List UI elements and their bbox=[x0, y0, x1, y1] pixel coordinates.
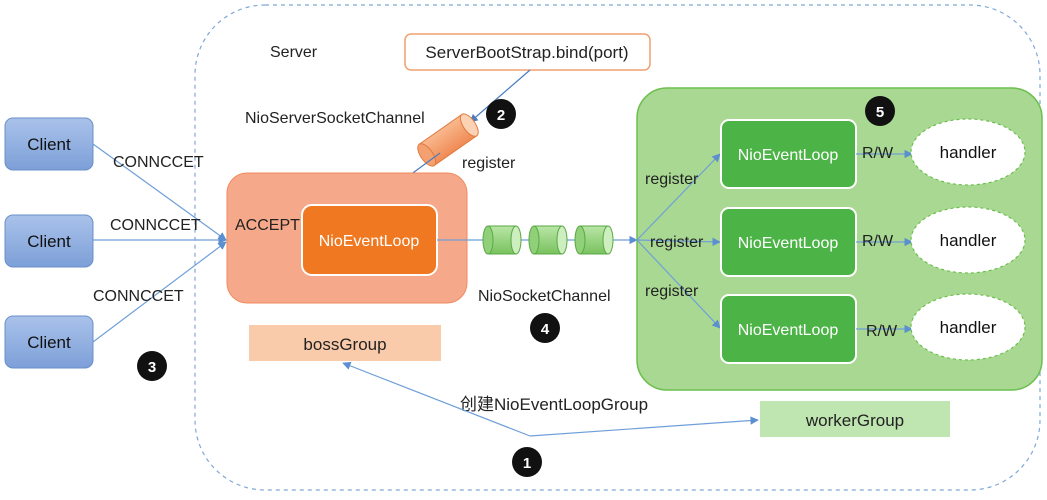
client-3-connect-label: CONNCCET bbox=[93, 288, 184, 305]
bind-call-box bbox=[404, 33, 651, 71]
client-1-label: Client bbox=[27, 135, 71, 154]
socket-channel-cylinder-2 bbox=[528, 225, 568, 255]
step-badge-3-label: 3 bbox=[148, 359, 156, 376]
worker-event-loop-1[interactable]: NioEventLoop bbox=[720, 119, 857, 189]
step-badge-4: 4 bbox=[530, 313, 560, 343]
socket-channel-cylinder-3 bbox=[574, 225, 614, 255]
handler-3-label: handler bbox=[940, 318, 997, 337]
register-label-boss: register bbox=[462, 155, 516, 172]
rw-label-2: R/W bbox=[862, 233, 894, 250]
server-channel-label: NioServerSocketChannel bbox=[245, 110, 425, 127]
step-badge-1-label: 1 bbox=[523, 455, 531, 472]
server-channel-cylinder bbox=[417, 113, 479, 167]
client-1-connect-label: CONNCCET bbox=[113, 154, 204, 171]
worker-register-label-2: register bbox=[650, 234, 704, 251]
handler-3[interactable]: handler bbox=[910, 293, 1026, 361]
worker-event-loop-1-label: NioEventLoop bbox=[738, 147, 839, 164]
handler-2-label: handler bbox=[940, 231, 997, 250]
worker-register-label-1: register bbox=[645, 171, 699, 188]
step-badge-5: 5 bbox=[865, 96, 895, 126]
accept-label: ACCEPT bbox=[235, 217, 300, 234]
socket-channel-cylinder-1 bbox=[482, 225, 522, 255]
bind-arrow bbox=[469, 69, 531, 123]
step-badge-2: 2 bbox=[486, 99, 516, 129]
create-boss-arrow bbox=[342, 361, 531, 437]
create-worker-arrow bbox=[529, 416, 759, 437]
step-badge-5-label: 5 bbox=[876, 104, 884, 121]
socket-channel-label: NioSocketChannel bbox=[478, 288, 611, 305]
handler-1-label: handler bbox=[940, 143, 997, 162]
client-2[interactable]: Client bbox=[4, 214, 94, 268]
step-badge-3: 3 bbox=[137, 351, 167, 381]
step-badge-1: 1 bbox=[512, 447, 542, 477]
client-3-connect-arrow bbox=[92, 241, 227, 343]
rw-label-3: R/W bbox=[866, 323, 898, 340]
bind-call-label: ServerBootStrap.bind(port) bbox=[425, 43, 628, 62]
server-label: Server bbox=[270, 44, 318, 61]
worker-group-label: workerGroup bbox=[805, 411, 904, 430]
worker-register-arrow-1 bbox=[636, 153, 721, 241]
worker-register-label-3: register bbox=[645, 283, 699, 300]
worker-event-loop-2-label: NioEventLoop bbox=[738, 235, 839, 252]
client-1[interactable]: Client bbox=[4, 117, 94, 171]
boss-group-label: bossGroup bbox=[303, 335, 386, 354]
step-badge-2-label: 2 bbox=[497, 107, 505, 124]
client-3-label: Client bbox=[27, 333, 71, 352]
worker-group-box bbox=[760, 401, 950, 437]
client-2-connect-label: CONNCCET bbox=[110, 217, 201, 234]
worker-register-arrow-2 bbox=[636, 237, 721, 247]
handler-2[interactable]: handler bbox=[910, 206, 1026, 274]
handler-1[interactable]: handler bbox=[910, 118, 1026, 186]
worker-register-arrow-3 bbox=[636, 239, 721, 329]
worker-event-loop-3[interactable]: NioEventLoop bbox=[720, 294, 857, 364]
client-3[interactable]: Client bbox=[4, 315, 94, 369]
client-2-label: Client bbox=[27, 232, 71, 251]
boss-event-loop-label: NioEventLoop bbox=[319, 233, 420, 250]
step-badge-4-label: 4 bbox=[541, 321, 550, 338]
boss-group-box bbox=[249, 325, 441, 361]
client-1-connect-arrow bbox=[92, 143, 227, 241]
worker-event-loop-2[interactable]: NioEventLoop bbox=[720, 207, 857, 277]
rw-label-1: R/W bbox=[862, 145, 894, 162]
create-group-label: 创建NioEventLoopGroup bbox=[460, 395, 648, 414]
worker-event-loop-3-label: NioEventLoop bbox=[738, 322, 839, 339]
